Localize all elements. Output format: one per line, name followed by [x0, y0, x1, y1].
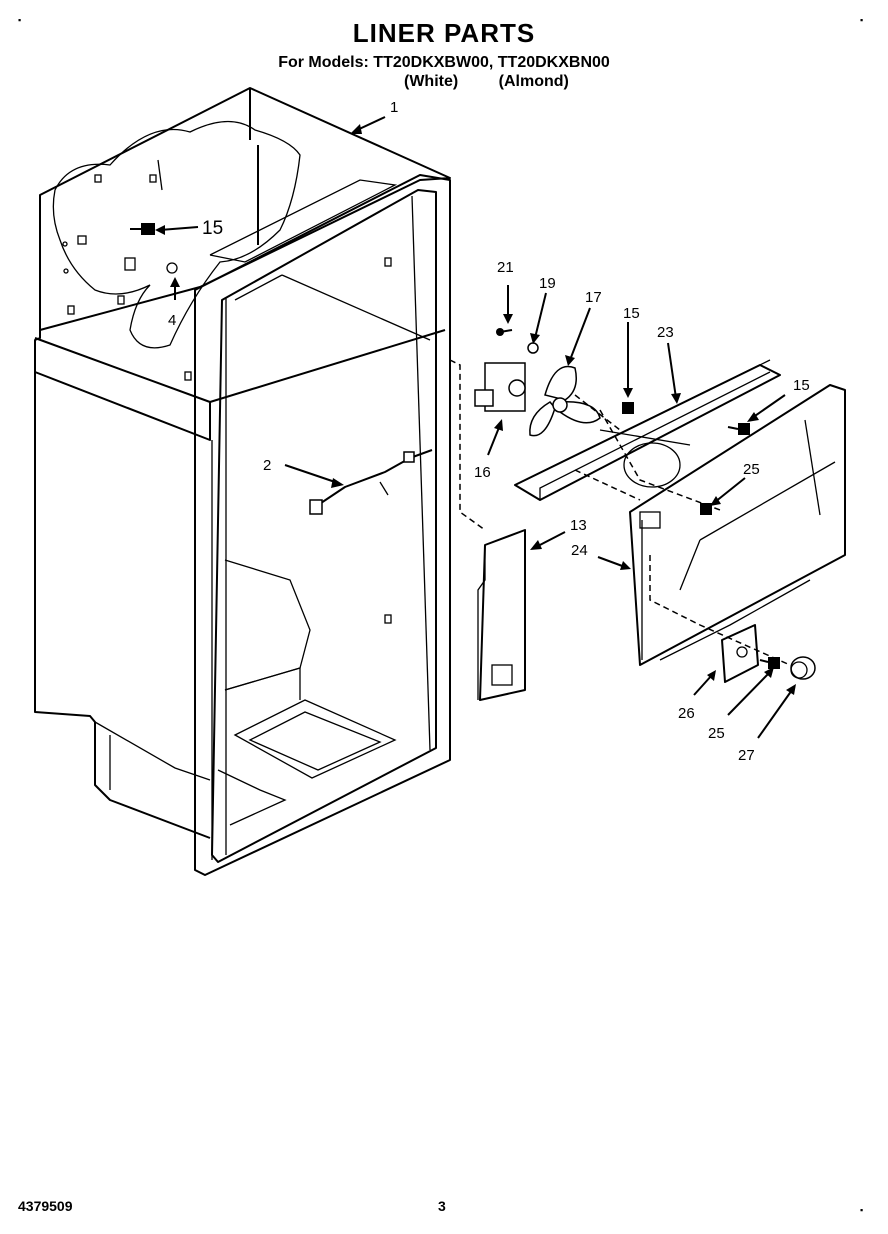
callout-24: 24	[571, 542, 588, 559]
liner-cabinet	[34, 87, 451, 876]
callout-25-lower: 25	[708, 725, 725, 742]
callout-25-upper: 25	[743, 461, 760, 478]
callout-15-left: 15	[202, 218, 223, 239]
color-almond-label: (Almond)	[498, 73, 569, 90]
callout-arrows	[155, 116, 796, 739]
callout-23: 23	[657, 324, 674, 341]
model-colors: (White) (Almond)	[404, 73, 569, 91]
registration-mark: ▪	[860, 15, 864, 25]
callout-15-right: 15	[793, 377, 810, 394]
plate-26	[721, 624, 759, 683]
clip-4	[166, 262, 178, 274]
callout-19: 19	[539, 275, 556, 292]
callout-21: 21	[497, 259, 514, 276]
fan-motor-assembly	[474, 328, 539, 412]
page-number: 3	[438, 1198, 446, 1214]
screw-15-right	[727, 423, 750, 435]
rear-panel-24	[629, 384, 846, 666]
channel-13	[477, 529, 526, 701]
callout-16: 16	[474, 464, 491, 481]
callout-1: 1	[390, 99, 398, 116]
knob-27	[790, 656, 816, 680]
callout-4: 4	[168, 312, 176, 329]
document-number: 4379509	[18, 1198, 73, 1214]
wiring-harness	[309, 449, 433, 515]
callout-15-mid: 15	[623, 305, 640, 322]
registration-mark: ▪	[860, 1205, 864, 1215]
evaporator-cover-duct-23	[514, 359, 781, 501]
color-white-label: (White)	[404, 73, 459, 90]
screw-15-left	[130, 223, 155, 235]
callout-26: 26	[678, 705, 695, 722]
screw-15-mid	[622, 402, 634, 414]
fan-blade-17	[529, 365, 601, 437]
callout-27: 27	[738, 747, 755, 764]
callout-13: 13	[570, 517, 587, 534]
callout-17: 17	[585, 289, 602, 306]
page-title: LINER PARTS	[352, 18, 536, 48]
registration-mark: ▪	[18, 15, 22, 25]
assembly-guide-lines	[449, 359, 791, 666]
models-line: For Models: TT20DKXBW00, TT20DKXBN00	[278, 54, 610, 71]
callout-2: 2	[263, 457, 271, 474]
